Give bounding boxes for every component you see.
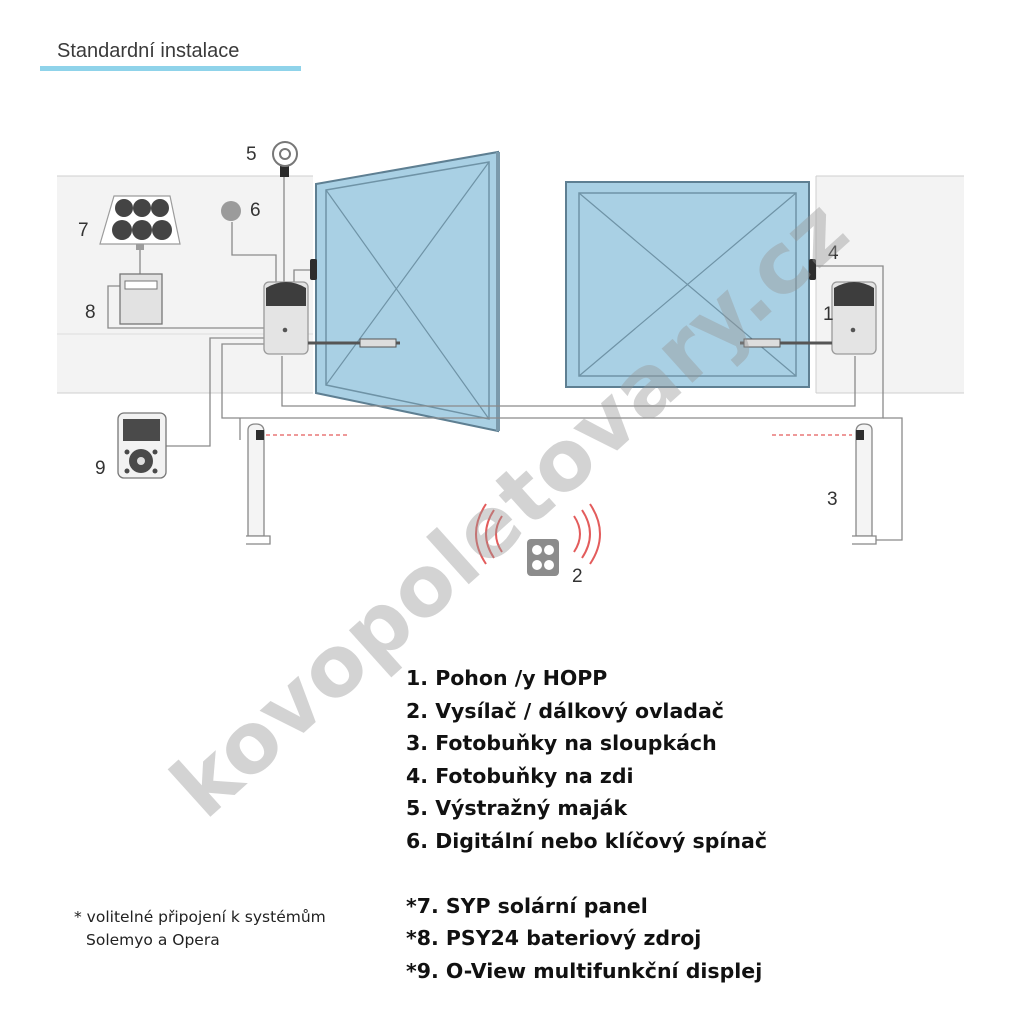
wiring	[107, 175, 903, 541]
key-selector-icon	[221, 201, 241, 221]
legend-item-selector: 6. Digitální nebo klíčový spínač	[406, 828, 768, 853]
callout-2: 2	[572, 566, 583, 587]
left-gate-leaf	[315, 150, 500, 433]
legend-item-wall-photocells: 4. Fotobuňky na zdi	[406, 763, 634, 788]
legend-item-battery: *8. PSY24 bateriový zdroj	[406, 926, 702, 951]
footnote-line-1: * volitelné připojení k systémům	[74, 908, 326, 926]
battery-box-icon	[119, 273, 163, 325]
left-gate-motor	[263, 281, 400, 355]
footnote-line-2: Solemyo a Opera	[86, 931, 220, 949]
callout-6: 6	[250, 200, 261, 221]
page-title: Standardní instalace	[57, 40, 240, 62]
callout-5: 5	[246, 144, 257, 165]
wall-photocell-right	[809, 259, 816, 280]
component-legend: 1. Pohon /y HOPP 2. Vysílač / dálkový ov…	[406, 662, 767, 987]
callout-8: 8	[85, 302, 96, 323]
callout-1: 1	[823, 304, 834, 325]
legend-spacer	[406, 858, 767, 890]
right-gate-leaf	[565, 181, 810, 388]
callout-7: 7	[78, 220, 89, 241]
legend-item-post-photocells: 3. Fotobuňky na sloupkách	[406, 731, 717, 756]
callout-3: 3	[827, 489, 838, 510]
callout-9: 9	[95, 458, 106, 479]
wall-photocell-left	[310, 259, 317, 280]
remote-control-icon	[475, 503, 601, 576]
right-gate-motor	[740, 281, 877, 355]
legend-item-transmitter: 2. Vysílač / dálkový ovladač	[406, 698, 724, 723]
post-photocell-right	[852, 423, 877, 545]
warning-beacon-icon	[272, 141, 298, 177]
oview-display-icon	[117, 412, 167, 479]
legend-item-drive: 1. Pohon /y HOPP	[406, 666, 608, 690]
solar-panel-icon	[99, 195, 181, 250]
footnote: * volitelné připojení k systémům Solemyo…	[74, 906, 326, 952]
callout-4: 4	[828, 243, 839, 264]
legend-item-solar-panel: *7. SYP solární panel	[406, 893, 648, 918]
legend-item-display: *9. O-View multifunkční displej	[406, 958, 763, 983]
post-photocell-left	[246, 423, 271, 545]
title-underline	[40, 66, 301, 71]
legend-item-beacon: 5. Výstražný maják	[406, 796, 628, 821]
